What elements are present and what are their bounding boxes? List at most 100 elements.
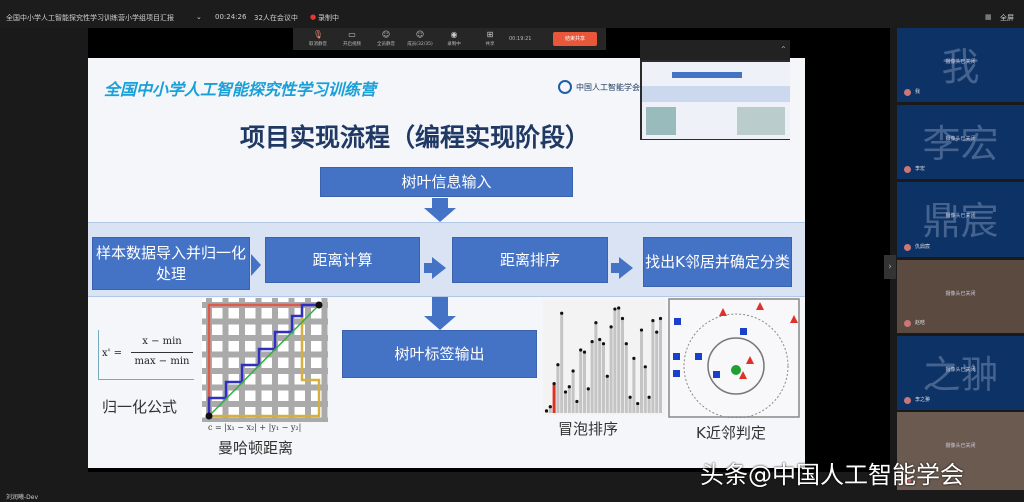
avatar (904, 397, 911, 404)
participant-tile[interactable]: 鼎宸摄像头已关闭仇鼎宸 (897, 182, 1024, 257)
participant-tile[interactable]: 我摄像头已关闭我 (897, 28, 1024, 102)
members-icon: ☺ (415, 30, 425, 39)
bubble-dot (639, 328, 644, 332)
knn-inner-circle (707, 337, 765, 395)
participant-tile[interactable]: 之翀摄像头已关闭李之翀 (897, 336, 1024, 410)
knn-square (673, 353, 680, 360)
grid-icon[interactable]: ▦ (985, 13, 992, 21)
bubble-dot (658, 316, 663, 321)
bubble-dot (586, 387, 590, 391)
box-leaf-output: 树叶标签输出 (342, 330, 537, 378)
bubble-dot (544, 409, 549, 413)
members-button[interactable]: ☺成员(32/35) (403, 30, 437, 47)
knn-square (673, 370, 680, 377)
slide-header: 全国中小学人工智能探究性学习训练营 (104, 80, 377, 99)
bubble-dot (605, 374, 609, 378)
knn-triangle (756, 302, 764, 310)
mute-all-button[interactable]: ☺全员静音 (369, 30, 403, 47)
box-normalize: 样本数据导入并归一化处理 (92, 237, 250, 290)
bubble-bar (575, 401, 579, 413)
record-button[interactable]: ◉录制中 (437, 30, 471, 47)
preview-slide-image (642, 62, 790, 139)
box-sort: 距离排序 (452, 237, 608, 283)
participant-initials: 我 (941, 45, 980, 89)
bubble-bar (621, 318, 624, 413)
manhattan-path-red (207, 303, 319, 416)
bubble-dot (628, 395, 632, 399)
grid-line (202, 318, 328, 325)
grid-line (202, 384, 328, 391)
bubble-dot (620, 316, 625, 321)
end-share-button[interactable]: 结束共享 (553, 32, 597, 46)
meeting-topbar: 全国中小学人工智能探究性学习训练营小学组项目汇报 ⌄ 00:24:26 32人在… (0, 0, 1024, 28)
knn-query-point (731, 365, 741, 375)
fullscreen-button[interactable]: 全屏 (1000, 14, 1014, 22)
camera-off-status: 摄像头已关闭 (945, 213, 976, 219)
bubble-dot (575, 399, 579, 404)
bubble-bar (636, 403, 640, 413)
meeting-duration: 00:24:26 (215, 13, 247, 21)
mic-icon: 🎙 (312, 30, 324, 39)
bubble-bar (613, 309, 617, 413)
share-timer: 00:19:21 (509, 36, 532, 42)
participant-tile[interactable]: 摄像头已关闭 (897, 412, 1024, 490)
unmute-button[interactable]: 🎙取消静音 (301, 30, 335, 47)
normalize-formula: x' = x − min max − min (98, 330, 194, 380)
arrow-right (611, 263, 619, 273)
participant-name: 李之翀 (915, 397, 931, 403)
bubble-dot (632, 356, 636, 360)
knn-figure (668, 298, 800, 418)
presenter-name: 刘润曦-Dev (6, 494, 39, 501)
meeting-title[interactable]: 全国中小学人工智能探究性学习训练营小学组项目汇报 (6, 14, 174, 22)
bubble-bar (651, 320, 655, 413)
bubble-bar (659, 318, 662, 413)
point (315, 301, 323, 309)
knn-frame (668, 298, 800, 418)
bubble-bar (640, 330, 643, 413)
collapse-icon[interactable]: ⌃ (780, 45, 787, 54)
share-preview-thumbnail[interactable]: ⌃ (640, 40, 790, 140)
camera-icon: ▭ (348, 30, 356, 39)
arrow-down (424, 208, 456, 222)
avatar (904, 477, 911, 484)
grid-line (305, 298, 311, 422)
bubble-bar (586, 388, 590, 413)
bubble-bar (605, 376, 609, 413)
participant-initials: 李宏 (922, 122, 999, 166)
bubble-dot (655, 330, 659, 334)
box-leaf-input: 树叶信息输入 (320, 167, 573, 197)
bubble-bar (556, 364, 560, 413)
bubble-dot (548, 405, 552, 409)
participant-tile[interactable]: 李宏摄像头已关闭李宏 (897, 105, 1024, 179)
knn-square (674, 318, 681, 325)
collapse-sidebar-button[interactable]: › (884, 255, 896, 279)
camera-off-status: 摄像头已关闭 (945, 59, 976, 65)
bubble-bar (583, 352, 586, 413)
bubble-dot (582, 350, 587, 354)
grid-line (202, 401, 328, 407)
video-button[interactable]: ▭开启视频 (335, 30, 369, 47)
arrow-down (432, 198, 448, 208)
arrow-right (432, 257, 446, 279)
share-button[interactable]: ⊞共享 (473, 30, 507, 47)
euclidean-line (208, 304, 320, 417)
participant-tile[interactable]: 摄像头已关闭赵晗 (897, 260, 1024, 333)
box-distance: 距离计算 (265, 237, 420, 283)
manhattan-grid-figure (202, 298, 328, 422)
bubble-bar (643, 366, 647, 413)
grid-line (272, 298, 278, 422)
bubble-bar (552, 383, 556, 413)
participant-name: 李宏 (915, 166, 926, 172)
bubble-dot (601, 342, 606, 346)
arrow-right (251, 254, 261, 276)
bubble-dot (624, 342, 628, 346)
participant-name: 仇鼎宸 (915, 244, 931, 250)
arrow-down (432, 297, 448, 317)
camera-off-status: 摄像头已关闭 (945, 291, 976, 297)
bubble-bar (571, 371, 575, 413)
avatar (904, 320, 911, 327)
mute-all-icon: ☺ (381, 30, 391, 39)
bubble-bar (560, 313, 564, 413)
camera-off-status: 摄像头已关闭 (945, 136, 976, 142)
chevron-down-icon[interactable]: ⌄ (196, 13, 202, 21)
